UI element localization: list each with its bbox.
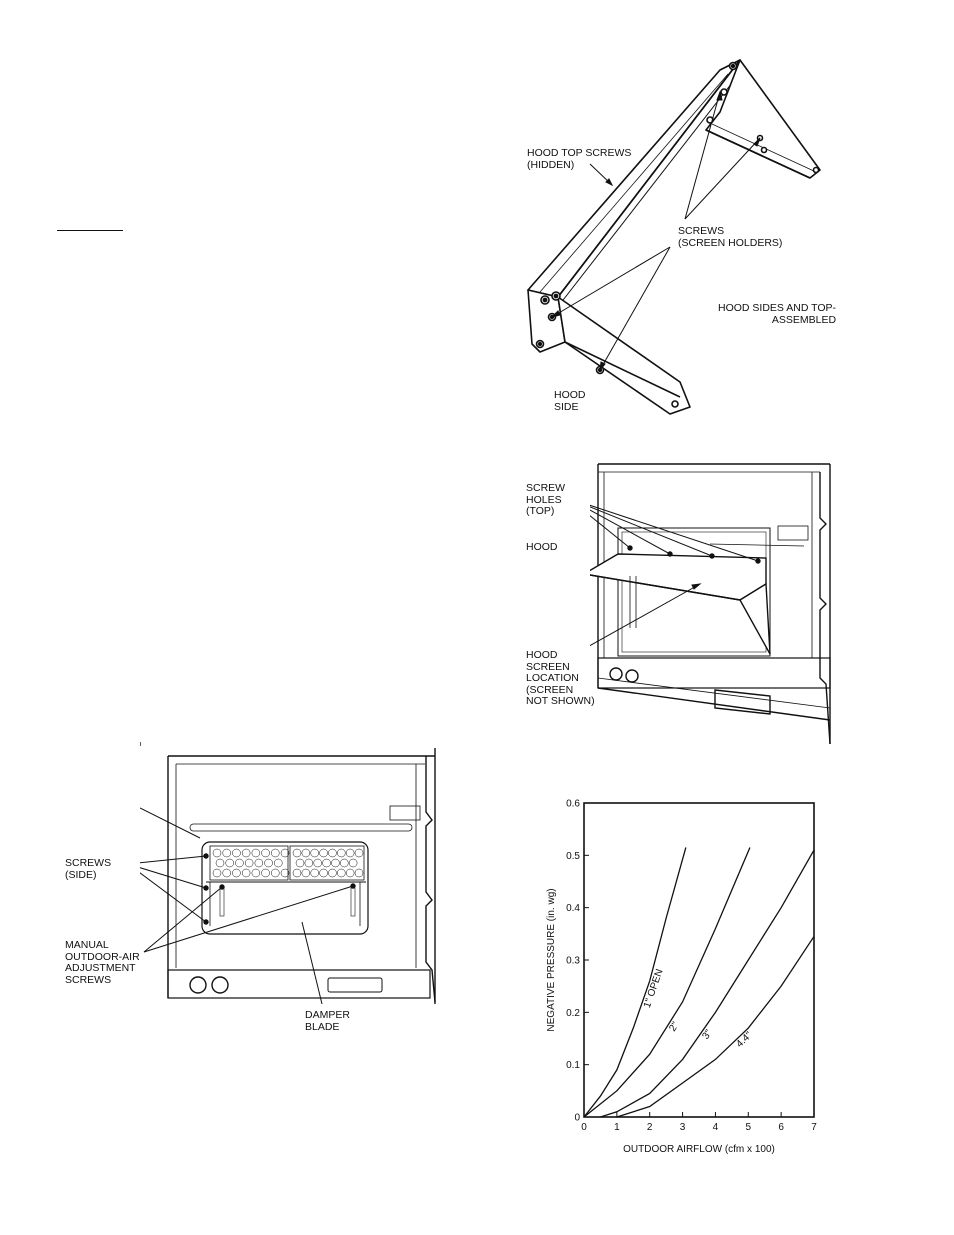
x-tick-label: 4 (713, 1122, 719, 1133)
x-axis-title: OUTDOOR AIRFLOW (cfm x 100) (623, 1144, 775, 1155)
damper-blade-label: DAMPER BLADE (305, 1009, 350, 1033)
y-tick-label: 0.6 (566, 799, 580, 810)
y-axis-title: NEGATIVE PRESSURE (in. wg) (546, 888, 557, 1031)
hood-install-figure (590, 463, 831, 745)
y-tick-label: 0.5 (566, 851, 580, 862)
screws-side-label: SCREWS (SIDE) (65, 857, 112, 881)
underline-rule (57, 230, 123, 231)
series-line (600, 849, 815, 1118)
hood-side-label: HOOD SIDE (554, 389, 586, 413)
series-label: 4.4" (734, 1030, 755, 1050)
y-ticks: 0 0.1 0.2 0.3 0.4 0.5 0.6 (566, 799, 589, 1124)
chart-plot-frame (583, 802, 815, 1118)
hood-assembly-figure (527, 59, 821, 415)
y-tick-label: 0 (574, 1113, 580, 1124)
damper-figure (140, 742, 436, 1004)
x-tick-label: 7 (811, 1122, 817, 1133)
hood-sides-top-assembled-label: HOOD SIDES AND TOP- ASSEMBLED (718, 302, 837, 326)
screen-holder-screws-label: SCREWS (SCREEN HOLDERS) (678, 225, 783, 249)
x-tick-label: 6 (778, 1122, 784, 1133)
x-tick-label: 1 (614, 1122, 620, 1133)
series-line (583, 847, 751, 1118)
series-line (583, 847, 687, 1118)
series-line (616, 936, 815, 1118)
y-tick-label: 0.4 (566, 903, 580, 914)
screw-holes-top-label: SCREW HOLES (TOP) (526, 482, 566, 517)
y-tick-label: 0.3 (566, 956, 580, 967)
manual-outdoor-air-adjustment-label: MANUAL OUTDOOR-AIR ADJUSTMENT SCREWS (65, 939, 140, 986)
x-ticks: 0 1 2 3 4 5 6 7 (581, 1112, 817, 1133)
hood-top-screws-label: HOOD TOP SCREWS (HIDDEN) (527, 147, 632, 171)
hood-screen-location-label: HOOD SCREEN LOCATION (SCREEN NOT SHOWN) (526, 649, 595, 707)
x-tick-label: 2 (647, 1122, 653, 1133)
screen-pattern (212, 848, 364, 878)
y-tick-label: 0.2 (566, 1008, 580, 1019)
x-tick-label: 5 (746, 1122, 752, 1133)
pressure-airflow-chart: 0 0.1 0.2 0.3 0.4 0.5 0.6 0 1 2 3 4 5 6 7 1" OPEN2"3"… (546, 799, 817, 1156)
y-tick-label: 0.1 (566, 1060, 580, 1071)
x-tick-label: 0 (581, 1122, 587, 1133)
x-tick-label: 3 (680, 1122, 686, 1133)
series-label: 1" OPEN (642, 968, 666, 1010)
hood-label: HOOD (526, 541, 558, 553)
